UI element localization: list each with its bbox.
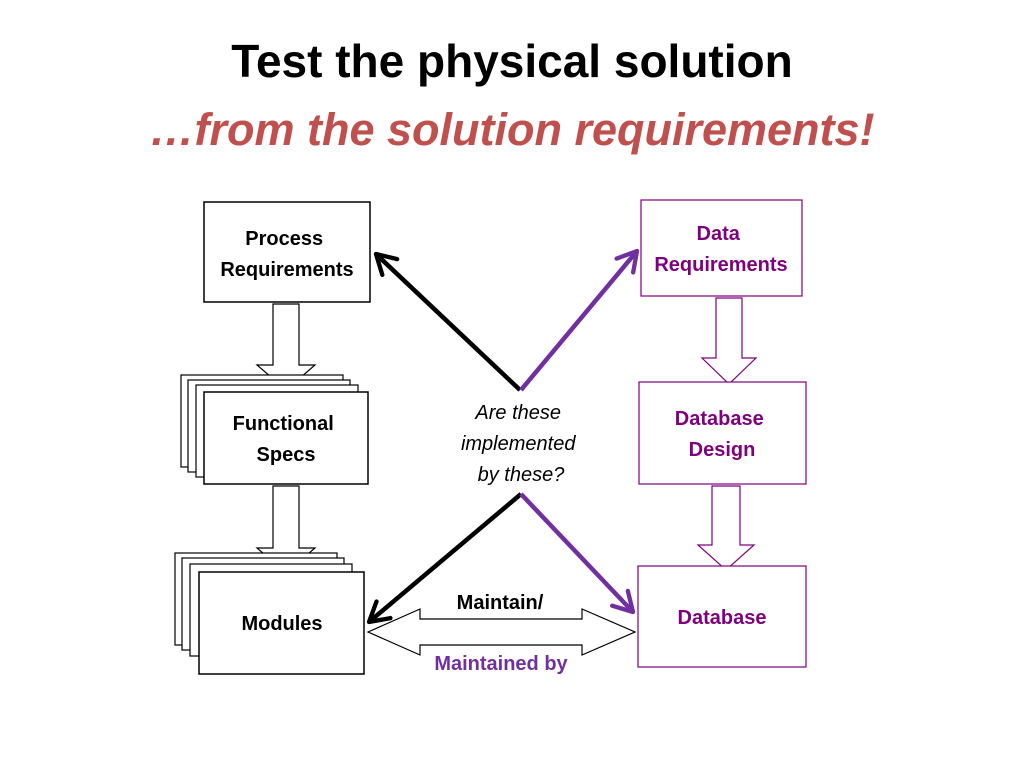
functional-specs-stack: Functional Specs [180, 374, 369, 485]
slide-subtitle: …from the solution requirements! [149, 104, 875, 155]
connector-to-database [519, 492, 636, 615]
connector-to-process-requirements [373, 251, 522, 392]
maintain-label: Maintain/ [457, 592, 544, 614]
database-label: Database [678, 607, 767, 629]
data-requirements-line-2: Requirements [654, 254, 787, 276]
database-design-line-1: Database [675, 408, 764, 430]
center-question: Are these implemented by these? [461, 402, 581, 486]
functional-specs-line-2: Specs [257, 444, 316, 466]
modules-stack: Modules [174, 552, 365, 675]
svg-text:Database Design: Database Design [675, 408, 770, 461]
svg-text:Process Requirements: Process Requirements [220, 228, 353, 281]
center-question-line-2: implemented [461, 433, 576, 455]
maintained-by-label: Maintained by [434, 653, 568, 675]
database-design-line-2: Design [689, 439, 756, 461]
svg-text:Data Requirements: Data Requirements [654, 223, 787, 276]
flow-arrow-design-to-database [696, 485, 756, 571]
flow-arrow-data-to-design [700, 297, 758, 385]
functional-specs-line-1: Functional [233, 413, 334, 435]
slide-title: Test the physical solution [231, 35, 793, 87]
database-box: Database [637, 565, 807, 668]
modules-label: Modules [241, 613, 322, 635]
data-requirements-box: Data Requirements [640, 199, 803, 297]
process-requirements-box: Process Requirements [203, 201, 371, 303]
process-requirements-line-2: Requirements [220, 259, 353, 281]
center-question-line-1: Are these [474, 402, 561, 424]
maintain-double-arrow [366, 608, 637, 656]
connector-to-data-requirements [519, 248, 640, 392]
process-requirements-line-1: Process [245, 228, 323, 250]
database-design-box: Database Design [638, 381, 807, 485]
svg-text:Functional Specs: Functional Specs [233, 413, 340, 466]
center-question-line-3: by these? [478, 464, 566, 486]
connector-to-modules [366, 492, 523, 625]
data-requirements-line-1: Data [697, 223, 741, 245]
